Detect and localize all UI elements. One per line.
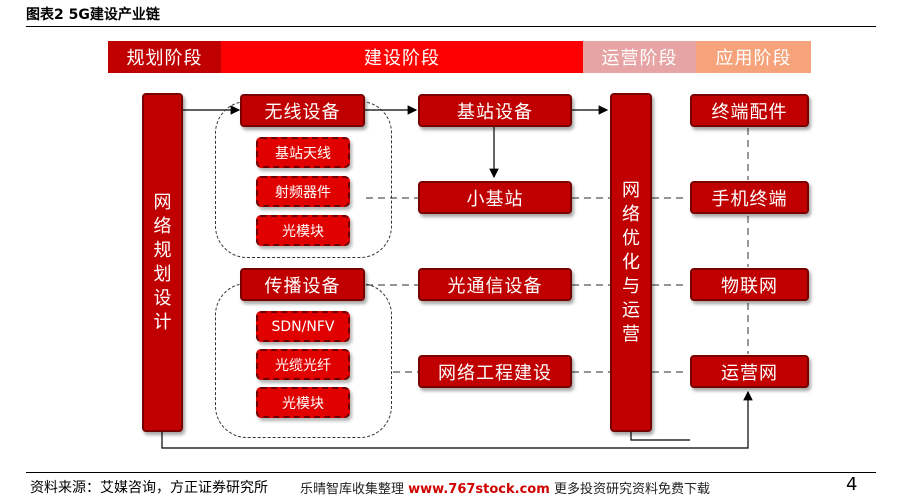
base-station-equipment-box: 基站设备 xyxy=(418,94,572,127)
planning-char: 规 xyxy=(153,239,172,261)
planning-char: 网 xyxy=(153,191,172,213)
operation-char: 络 xyxy=(622,203,640,225)
planning-char: 划 xyxy=(153,263,172,285)
watermark: 乐晴智库收集整理 www.767stock.com 更多投资研究资料免费下载 xyxy=(296,478,714,497)
stage-application: 应用阶段 xyxy=(696,41,811,73)
operation-char: 化 xyxy=(622,251,640,273)
stage-operation: 运营阶段 xyxy=(583,41,696,73)
stage-planning: 规划阶段 xyxy=(108,41,221,73)
transmission-equipment-box: 传播设备 xyxy=(240,268,365,301)
operation-char: 优 xyxy=(622,227,640,249)
wireless-equipment-box: 无线设备 xyxy=(240,94,365,127)
source-note: 资料来源：艾媒咨询，方正证券研究所 xyxy=(30,480,268,496)
figure-title: 图表2 5G建设产业链 xyxy=(26,7,160,23)
network-engineering-box: 网络工程建设 xyxy=(418,355,572,388)
iot-box: 物联网 xyxy=(690,268,809,301)
planning-column: 网 络 规 划 设 计 xyxy=(142,93,183,432)
wireless-item: 光模块 xyxy=(256,215,350,246)
line-operation-to-operator xyxy=(630,432,690,441)
mobile-terminal-box: 手机终端 xyxy=(690,181,809,214)
watermark-suffix: 更多投资研究资料免费下载 xyxy=(553,482,710,497)
wireless-item: 射频器件 xyxy=(256,176,350,207)
watermark-url[interactable]: www.767stock.com xyxy=(408,482,550,497)
planning-char: 络 xyxy=(153,215,172,237)
transmission-item: SDN/NFV xyxy=(256,311,350,342)
operation-char: 营 xyxy=(622,323,640,345)
terminal-parts-box: 终端配件 xyxy=(690,94,809,127)
planning-char: 计 xyxy=(153,311,172,333)
page-number: 4 xyxy=(846,474,858,495)
top-divider xyxy=(26,26,876,27)
operation-char: 与 xyxy=(622,275,640,297)
transmission-item: 光模块 xyxy=(256,387,350,418)
stage-construction: 建设阶段 xyxy=(221,41,583,73)
watermark-prefix: 乐晴智库收集整理 xyxy=(300,482,405,497)
transmission-item: 光缆光纤 xyxy=(256,349,350,380)
small-cell-box: 小基站 xyxy=(418,181,572,214)
bottom-divider xyxy=(26,472,876,473)
operator-network-box: 运营网 xyxy=(690,355,809,388)
operation-column: 网 络 优 化 与 运 营 xyxy=(610,93,652,432)
optical-communication-box: 光通信设备 xyxy=(418,268,572,301)
operation-char: 网 xyxy=(622,179,640,201)
planning-char: 设 xyxy=(153,287,172,309)
wireless-item: 基站天线 xyxy=(256,137,350,168)
arrow-planning-to-operator xyxy=(161,390,753,449)
operation-char: 运 xyxy=(622,299,640,321)
